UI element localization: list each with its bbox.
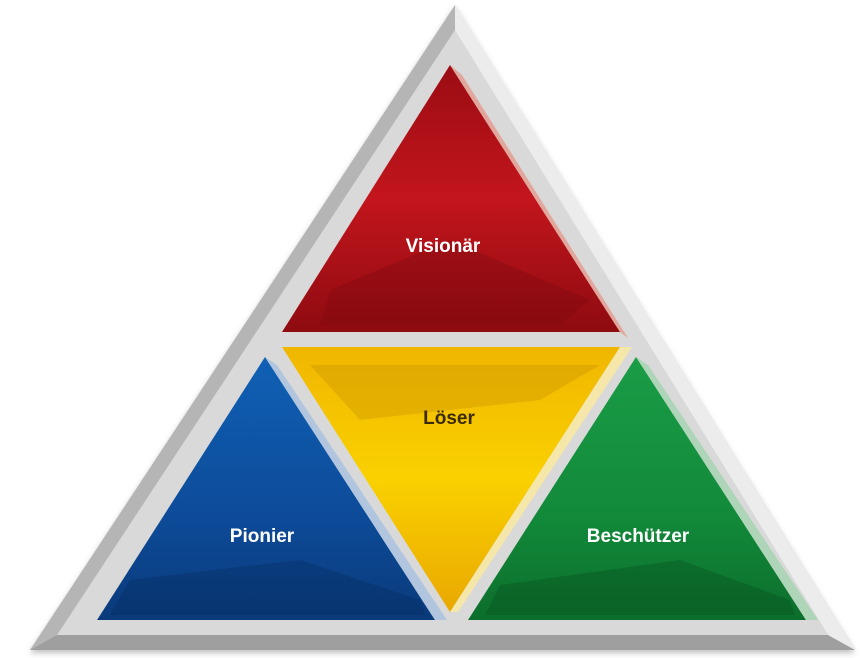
- segment-loeser-label: Löser: [423, 408, 475, 429]
- frame-highlight-left: [30, 5, 455, 650]
- segment-pionier-label: Pionier: [230, 526, 295, 547]
- segment-visionaer-label: Visionär: [406, 236, 481, 257]
- segment-pionier-shape: [97, 357, 435, 620]
- segment-beschuetzer: Beschützer: [468, 357, 818, 620]
- segment-beschuetzer-edge: [636, 357, 818, 620]
- segment-loeser: Löser: [282, 347, 632, 612]
- segment-visionaer-edge: [450, 65, 628, 338]
- segment-beschuetzer-facet: [485, 560, 795, 615]
- segment-visionaer: Visionär: [282, 65, 628, 338]
- segment-pionier-facet: [110, 560, 425, 615]
- segment-visionaer-facet: [320, 240, 590, 325]
- segment-loeser-facet: [310, 365, 600, 420]
- frame-highlight-right: [455, 5, 855, 650]
- frame-highlight-bottom: [30, 635, 855, 650]
- segment-visionaer-shape: [282, 65, 620, 332]
- segment-pionier: Pionier: [97, 357, 447, 620]
- segment-loeser-shape: [282, 347, 620, 612]
- segment-beschuetzer-shape: [468, 357, 806, 620]
- segment-loeser-edge: [450, 347, 632, 612]
- segment-pionier-edge: [265, 357, 447, 620]
- segment-beschuetzer-label: Beschützer: [587, 526, 690, 547]
